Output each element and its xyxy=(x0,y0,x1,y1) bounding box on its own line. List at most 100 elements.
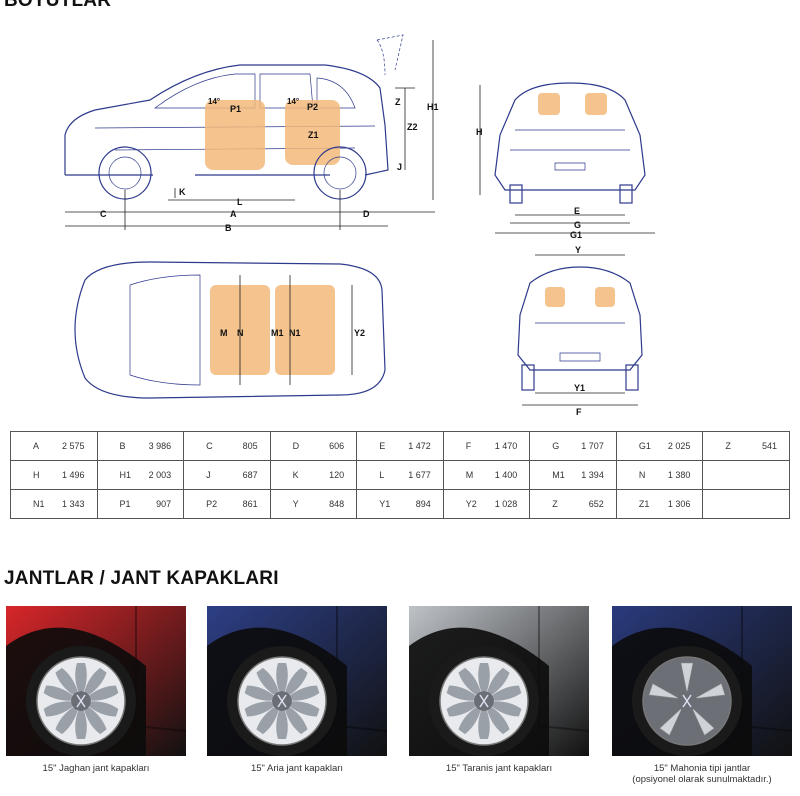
wheel-card: 15" Jaghan jant kapakları xyxy=(6,606,186,774)
dimension-cell: Z1 1 306 xyxy=(615,489,704,519)
dim-label-n: N xyxy=(237,328,244,338)
dimension-value: 861 xyxy=(242,499,258,509)
side-view-diagram: C A B D K L H1 Z Z2 Z1 P1 P2 J 14° 14° xyxy=(64,34,439,233)
dimension-key: A xyxy=(33,441,40,451)
dim-label-h: H xyxy=(476,127,483,137)
dimension-value: 1 707 xyxy=(581,441,604,451)
dimension-value: 1 028 xyxy=(494,499,518,509)
dimension-key: Z1 xyxy=(638,499,650,509)
dim-label-e: E xyxy=(574,206,580,216)
dim-label-a: A xyxy=(230,209,237,219)
dimension-key: Y xyxy=(292,499,299,509)
dimension-cell: H1 2 003 xyxy=(96,460,185,490)
dim-label-p1: P1 xyxy=(230,104,241,114)
dim-label-y: Y xyxy=(575,245,581,255)
dimension-key: G1 xyxy=(638,441,651,451)
wheel-caption-title: 15" Jaghan jant kapakları xyxy=(42,763,150,774)
rear-view-diagram: Y Y1 F xyxy=(517,245,643,417)
dimension-value: 2 575 xyxy=(62,441,85,451)
wheel-caption: 15" Taranis jant kapakları xyxy=(409,763,589,774)
dimension-key: Y2 xyxy=(465,499,477,509)
wheel-caption-title: 15" Aria jant kapakları xyxy=(250,763,344,774)
dimension-value: 687 xyxy=(242,470,258,480)
dimension-cell: A 2 575 xyxy=(10,431,98,461)
dimension-key: P1 xyxy=(119,499,131,509)
dimension-key: B xyxy=(119,441,126,451)
wheel-card: 15" Aria jant kapakları xyxy=(207,606,387,774)
dimension-value: 3 986 xyxy=(148,441,172,451)
dimension-key: H1 xyxy=(119,470,132,480)
wheel-card: 15" Mahonia tipi jantlar(opsiyonel olara… xyxy=(612,606,792,785)
dim-label-z: Z xyxy=(395,97,401,107)
dimension-cell: E 1 472 xyxy=(356,431,444,461)
dimension-cell: P1 907 xyxy=(96,489,185,519)
dim-label-y1: Y1 xyxy=(574,383,585,393)
dimension-value: 2 003 xyxy=(148,470,172,480)
wheel-caption-title: 15" Mahonia tipi jantlar xyxy=(653,763,751,774)
dim-label-l: L xyxy=(237,197,243,207)
dimension-value: 652 xyxy=(588,499,604,509)
dim-label-h1: H1 xyxy=(427,102,439,112)
wheel-photo xyxy=(6,606,186,756)
dim-label-g1: G1 xyxy=(570,230,582,240)
dimension-key: D xyxy=(292,441,300,451)
dimension-value: 805 xyxy=(242,441,258,451)
dimension-value: 848 xyxy=(329,499,345,509)
dimension-value: 907 xyxy=(156,499,172,509)
wheel-caption: 15" Mahonia tipi jantlar(opsiyonel olara… xyxy=(612,763,792,785)
dim-label-c: C xyxy=(100,209,107,219)
dimension-key: N1 xyxy=(33,499,45,509)
dimension-value: 1 380 xyxy=(667,470,691,480)
dim-label-m: M xyxy=(220,328,228,338)
dimension-key: E xyxy=(379,441,386,451)
dim-label-y2: Y2 xyxy=(354,328,365,338)
dimension-value: 894 xyxy=(415,499,431,509)
dimension-cell xyxy=(702,460,790,490)
dimension-cell: N 1 380 xyxy=(615,460,704,490)
dim-label-g: G xyxy=(574,220,581,230)
dimension-cell: F 1 470 xyxy=(442,431,531,461)
dimension-value: 1 343 xyxy=(62,499,85,509)
dimension-cell: G 1 707 xyxy=(529,431,617,461)
dimension-cell xyxy=(702,489,790,519)
dimensions-title: BOYUTLAR xyxy=(4,0,112,11)
dimension-cell: Y1 894 xyxy=(356,489,444,519)
dimension-cell: N1 1 343 xyxy=(10,489,98,519)
dim-label-m1: M1 xyxy=(271,328,284,338)
dimension-value: 606 xyxy=(329,441,345,451)
dimension-value: 541 xyxy=(761,441,777,451)
dimension-key: G xyxy=(552,441,560,451)
dimension-value: 1 306 xyxy=(667,499,691,509)
dimension-value: 1 400 xyxy=(494,470,518,480)
dim-label-z1: Z1 xyxy=(308,130,319,140)
dimension-cell: Y 848 xyxy=(269,489,358,519)
wheel-caption: 15" Jaghan jant kapakları xyxy=(6,763,186,774)
wheel-caption-title: 15" Taranis jant kapakları xyxy=(445,763,553,774)
dimension-value: 1 470 xyxy=(494,441,518,451)
front-view-diagram: H E G G1 xyxy=(476,82,655,240)
dim-label-f: F xyxy=(576,407,582,417)
dimension-key: F xyxy=(465,441,472,451)
dimension-cell: Z 652 xyxy=(529,489,617,519)
dim-label-n1: N1 xyxy=(289,328,301,338)
dimension-key: K xyxy=(292,470,299,480)
wheel-photo xyxy=(207,606,387,756)
dimension-value: 1 472 xyxy=(408,441,431,451)
dimension-key: Z xyxy=(552,499,558,509)
wheel-caption: 15" Aria jant kapakları xyxy=(207,763,387,774)
dimension-key: Y1 xyxy=(379,499,391,509)
dimension-key: Z xyxy=(725,441,731,451)
dimension-value: 1 394 xyxy=(581,470,604,480)
dimension-key: N xyxy=(638,470,646,480)
dimension-value: 1 677 xyxy=(408,470,431,480)
dim-label-p2: P2 xyxy=(307,102,318,112)
